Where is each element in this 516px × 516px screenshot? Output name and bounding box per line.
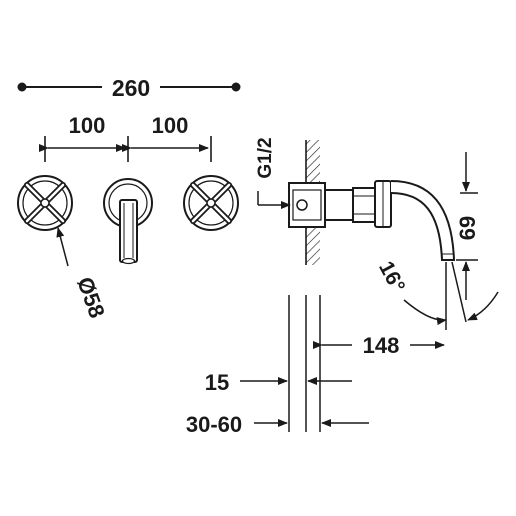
- extension-lines: [288, 295, 321, 432]
- handle-diameter-label: Ø58: [72, 274, 110, 322]
- overall-width-dimension: [17, 82, 241, 92]
- spout-height-label: 69: [455, 216, 480, 240]
- front-spout: [103, 178, 153, 265]
- spacing-left-label: 100: [69, 113, 106, 138]
- spacing-right-label: 100: [152, 113, 189, 138]
- spout-angle-label: 16°: [374, 258, 409, 297]
- overall-width-label: 260: [112, 75, 150, 101]
- spout-height-dimension: [456, 152, 478, 300]
- diameter-leader: [56, 227, 69, 267]
- wall-offset-label: 15: [205, 370, 229, 395]
- thread-label: G1/2: [255, 137, 276, 178]
- spout-angle-dimension: [403, 261, 499, 330]
- right-cross-handle: [183, 175, 239, 231]
- side-valve-body: [288, 180, 392, 228]
- left-cross-handle: [17, 175, 73, 231]
- spacing-dimension: [39, 136, 212, 162]
- wall-depth-label: 30-60: [186, 412, 242, 437]
- side-spout: [390, 180, 456, 261]
- spout-projection-label: 148: [363, 333, 400, 358]
